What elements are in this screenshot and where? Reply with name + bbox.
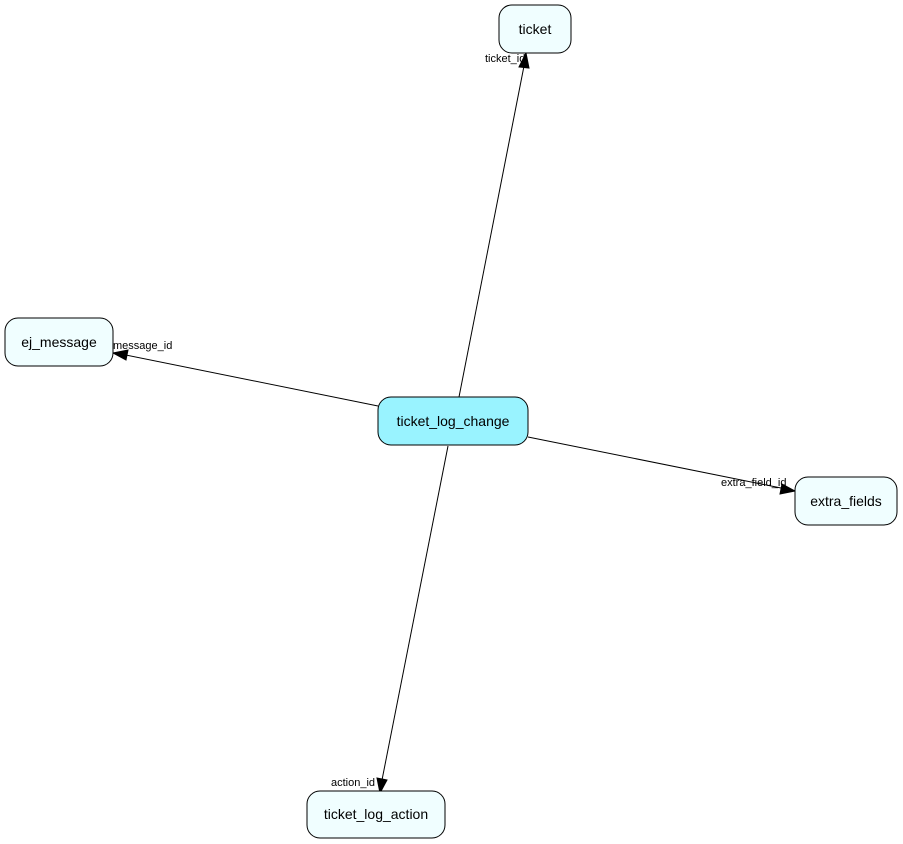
node-label-ticket-log-action: ticket_log_action [324,806,428,822]
node-box-ticket [498,4,572,54]
edge-extra-fields: extra_field_id [527,436,797,495]
edge-line-ej-message [125,354,379,407]
edge-label-action-id: action_id [331,777,375,789]
arrowhead-ticket [518,51,530,69]
edge-line-extra-fields [527,436,782,489]
edge-line-ticket-log-action [381,445,449,781]
node-ticket-log-action[interactable]: ticket_log_action [306,790,446,839]
node-extra-fields[interactable]: extra_fields [794,476,898,526]
node-label-ej-message: ej_message [21,334,97,350]
node-ticket-log-change[interactable]: ticket_log_change [377,396,529,446]
edge-label-ticket-id: ticket_id [485,53,525,65]
arrowhead-ticket-log-action [376,777,388,795]
node-label-ticket-log-change: ticket_log_change [397,413,510,429]
edge-label-extra-field-id: extra_field_id [721,477,786,489]
node-box-ticket-log-change [377,396,529,446]
node-label-extra-fields: extra_fields [810,493,882,509]
edge-ej-message: message_id [111,340,379,407]
node-ticket[interactable]: ticket [498,4,572,54]
node-box-ej-message [4,317,114,367]
node-box-extra-fields [794,476,898,526]
arrowhead-ej-message [111,349,129,361]
edge-ticket: ticket_id [458,51,530,398]
node-ej-message[interactable]: ej_message [4,317,114,367]
node-label-ticket: ticket [519,21,552,37]
node-box-ticket-log-action [306,790,446,839]
arrowhead-extra-fields [779,483,797,495]
edge-ticket-log-action: action_id [331,445,449,795]
edge-line-ticket [458,65,525,398]
edge-label-message-id: message_id [113,340,172,352]
